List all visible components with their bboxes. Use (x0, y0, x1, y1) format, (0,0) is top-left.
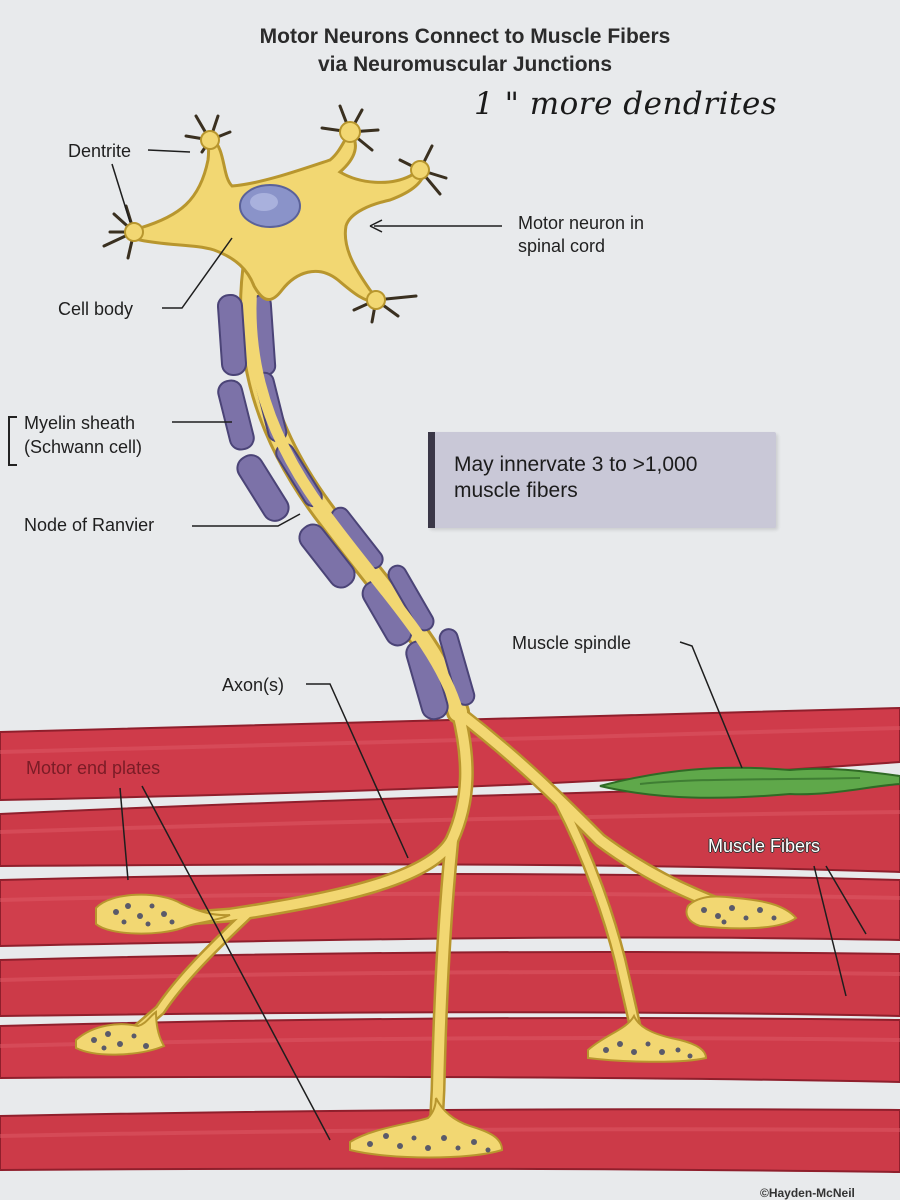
label-dentrite: Dentrite (68, 141, 132, 161)
muscle-spindle (599, 766, 900, 799)
end-plate-right-upper (685, 895, 798, 930)
callout-box: May innervate 3 to >1,000 muscle fibers (428, 432, 776, 528)
label-motor-neuron-line1: Motor neuron in (518, 213, 645, 233)
label-schwann-cell: (Schwann cell) (24, 437, 143, 457)
callout-line2: muscle fibers (454, 479, 578, 502)
label-muscle-fibers: Muscle Fibers (708, 836, 821, 856)
label-node-of-ranvier: Node of Ranvier (24, 515, 155, 535)
end-plate-left-upper (95, 893, 231, 935)
label-motor-neuron-line2: spinal cord (518, 236, 606, 256)
end-plate-bottom (349, 1097, 504, 1159)
label-muscle-spindle: Muscle spindle (512, 633, 632, 653)
label-motor-end-plates: Motor end plates (26, 758, 161, 778)
muscle-fiber-1 (0, 706, 900, 802)
motor-end-plates (75, 893, 798, 1159)
label-cell-body: Cell body (58, 299, 134, 319)
callout-accent-bar (428, 432, 435, 528)
myelin-bracket (8, 416, 17, 466)
label-axons: Axon(s) (222, 675, 285, 695)
label-myelin-sheath: Myelin sheath (24, 413, 136, 433)
muscle-fiber-5 (0, 1017, 900, 1084)
handwritten-note: 1 " more dendrites (474, 86, 778, 122)
muscle-fiber-4 (0, 951, 900, 1018)
leader-lines (111, 149, 867, 1141)
motor-neuron (102, 104, 728, 1138)
diagram-title-line2: via Neuromuscular Junctions (317, 53, 613, 76)
dendrite-tips (102, 104, 448, 324)
end-plate-right-lower (587, 1013, 708, 1063)
end-plate-left-lower (75, 1010, 166, 1056)
diagram-title-line1: Motor Neurons Connect to Muscle Fibers (259, 25, 671, 48)
callout-line1: May innervate 3 to >1,000 (454, 453, 698, 476)
copyright-credit: ©Hayden-McNeil (760, 1186, 855, 1200)
